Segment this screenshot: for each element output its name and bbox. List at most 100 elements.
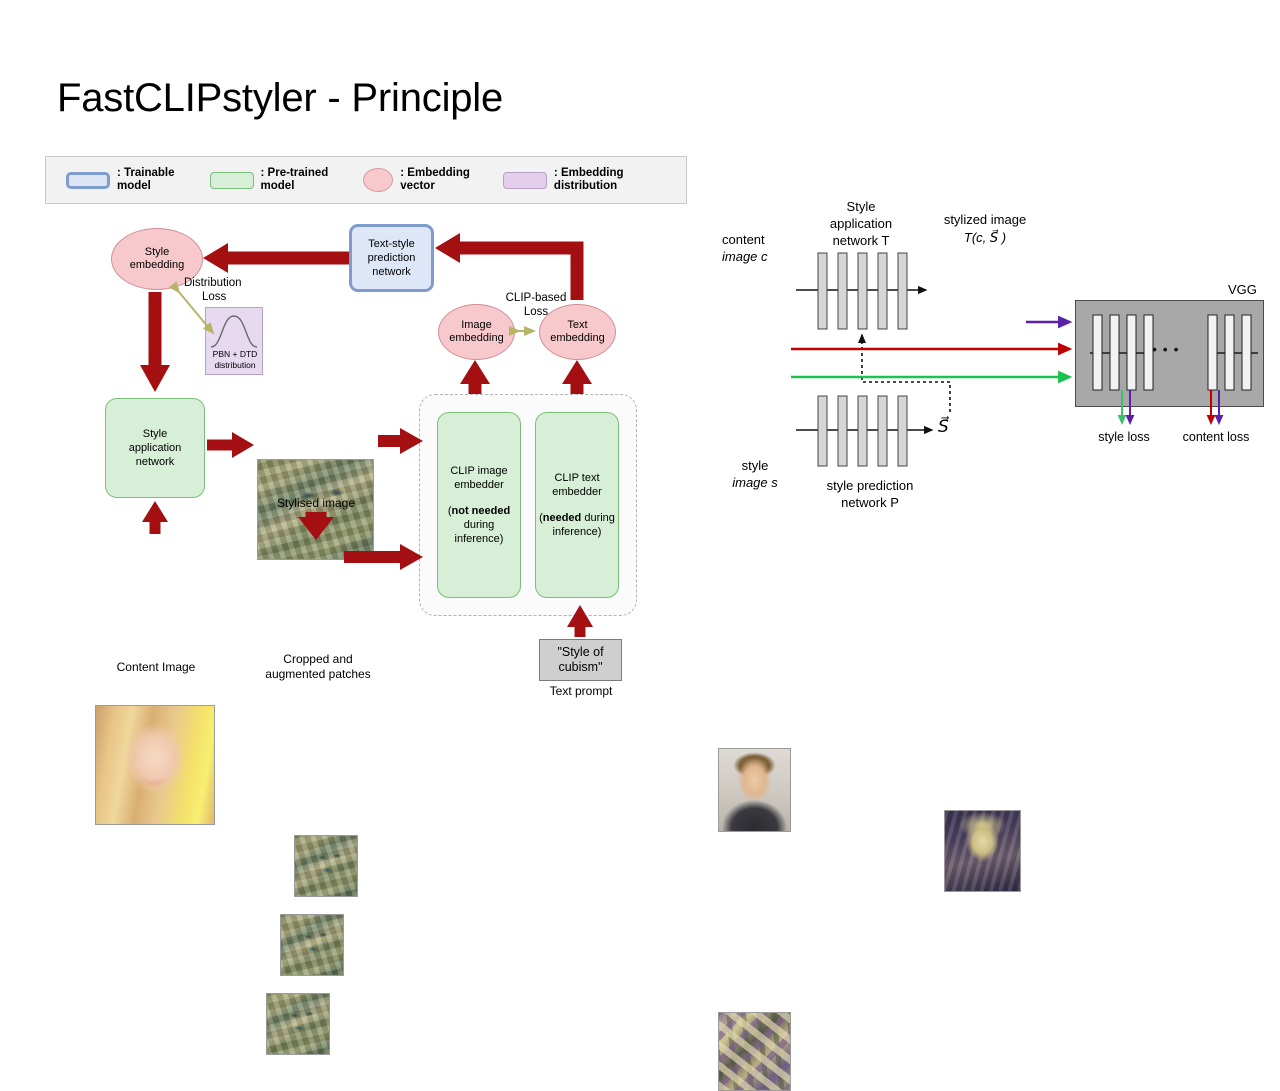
note-rest-2: inference): [454, 533, 504, 545]
arrow-text-embedding-to-tspn: [435, 233, 584, 300]
page-title: FastCLIPstyler - Principle: [57, 76, 504, 120]
pretrained-model-swatch: [209, 171, 254, 189]
embedding-distribution-swatch: [502, 171, 547, 189]
node-style-application-network: Style application network: [105, 398, 205, 498]
clip-text-embedder-line1: CLIP text: [554, 472, 600, 484]
text-embedding-line2: embedding: [550, 332, 605, 344]
spn-p-line1: style prediction: [826, 478, 914, 493]
legend-label-line1: : Embedding: [553, 166, 624, 179]
distribution-loss-line2: Loss: [202, 291, 227, 303]
legend-label-embedding-distribution: : Embedding distribution: [554, 167, 624, 194]
clip-image-embedder-line1: CLIP image: [450, 465, 508, 477]
legend-label-line2: model: [260, 180, 295, 192]
clip-image-embedder-line2: embedder: [454, 479, 504, 491]
image-content: [95, 705, 215, 825]
legend-item-trainable-model: : Trainable model: [66, 167, 175, 194]
note-bold: needed: [542, 512, 582, 524]
image-stylized-right: [944, 810, 1021, 892]
clip-text-embedder-line2: embedder: [552, 486, 602, 498]
text-prompt-line1: "Style of: [557, 645, 604, 659]
clip-loss-line2: Loss: [523, 306, 549, 318]
legend-panel: : Trainable model : Pre-trained model : …: [45, 156, 687, 204]
image-patch-mid: [280, 914, 344, 976]
label-style-image-right: style image s: [718, 457, 792, 491]
node-image-embedding: Image embedding: [438, 304, 515, 360]
label-content-loss: content loss: [1182, 430, 1250, 444]
clip-loss-line1: CLIP-based: [505, 292, 567, 304]
node-text-embedding: Text embedding: [539, 304, 616, 360]
legend-label-line2: vector: [400, 180, 435, 192]
label-style-prediction-network-p: style prediction network P: [800, 477, 940, 511]
san-line3: network: [135, 456, 175, 468]
arrow-content-to-san: [142, 501, 168, 534]
note-rest-1: during: [584, 512, 615, 524]
image-content-right: [718, 748, 791, 832]
arrow-san-to-stylised: [207, 432, 254, 458]
caption-content-image: Content Image: [116, 660, 196, 674]
arrow-clip-image-to-image-embedding: [460, 360, 490, 394]
text-prompt-line2: cubism": [558, 660, 603, 674]
stylized-image-line1: stylized image: [943, 212, 1027, 227]
node-pbn-dtd-distribution: PBN + DTD distribution: [205, 307, 263, 375]
clip-image-embedder-note: (not needed during inference): [448, 504, 510, 546]
legend-label-trainable-model: : Trainable model: [117, 167, 175, 194]
distribution-loss-line1: Distribution: [184, 277, 242, 289]
trainable-model-swatch: [66, 171, 110, 189]
text-embedding-line1: Text: [567, 319, 588, 331]
dotted-style-vector-feedback: [858, 333, 951, 412]
legend-label-line1: : Pre-trained: [260, 166, 329, 179]
style-embedding-line2: embedding: [129, 259, 185, 271]
image-embedding-line2: embedding: [449, 332, 504, 344]
note-rest-1: during: [463, 519, 495, 531]
caption-stylised-image: Stylised image: [276, 496, 356, 510]
tspn-line2: prediction: [367, 252, 416, 264]
cropped-patches-line1: Cropped and: [283, 652, 353, 666]
note-bold: not needed: [451, 505, 511, 517]
image-patch-front: [266, 993, 330, 1055]
gaussian-curve-icon: [210, 315, 258, 348]
style-image-line1: style: [741, 458, 769, 473]
legend-item-embedding-distribution: : Embedding distribution: [502, 167, 624, 194]
pbn-dtd-line1: PBN + DTD: [212, 349, 258, 359]
san-t-line2: application: [829, 216, 893, 231]
embedding-vector-swatch: [363, 168, 394, 192]
image-embedding-line1: Image: [461, 319, 492, 331]
content-image-line2: image c: [722, 249, 768, 264]
label-style-vector-symbol: S⃗: [938, 417, 949, 436]
caption-text-prompt: Text prompt: [549, 684, 613, 698]
right-style-prediction-network-bars: [796, 395, 934, 467]
label-style-application-network-t: Style application network T: [812, 198, 910, 249]
node-clip-image-embedder: CLIP image embedder (not needed during i…: [437, 412, 521, 598]
legend-label-line2: distribution: [553, 180, 618, 192]
image-style-right: [718, 1012, 791, 1091]
style-embedding-line1: Style: [144, 246, 170, 258]
legend-label-line1: : Embedding: [400, 166, 470, 179]
clip-text-embedder-note: (needed during inference): [539, 511, 615, 539]
arrow-stylised-to-clip-image: [378, 428, 423, 454]
san-t-line3: network T: [832, 233, 890, 248]
content-image-line1: content: [722, 232, 765, 247]
legend-label-pretrained-model: : Pre-trained model: [261, 167, 329, 194]
arrow-clip-text-to-text-embedding: [562, 360, 592, 394]
legend-label-line2: model: [117, 180, 151, 192]
label-content-image-right: content image c: [722, 231, 802, 265]
right-style-application-network-bars: [796, 252, 928, 330]
legend-item-embedding-vector: : Embedding vector: [363, 167, 470, 194]
cropped-patches-line2: augmented patches: [265, 667, 371, 681]
spn-p-line2: network P: [841, 495, 899, 510]
label-vgg: VGG: [1228, 282, 1257, 297]
node-text-prompt: "Style of cubism": [539, 639, 622, 681]
label-distribution-loss: Distribution Loss: [184, 276, 274, 304]
san-line2: application: [128, 442, 182, 454]
node-text-style-prediction-network: Text-style prediction network: [349, 224, 434, 292]
image-stylised: [257, 459, 374, 560]
note-open-paren: (: [539, 512, 543, 524]
pbn-dtd-line2: distribution: [214, 360, 256, 370]
note-open-paren: (: [447, 505, 452, 517]
san-t-line1: Style: [846, 199, 876, 214]
legend-label-embedding-vector: : Embedding vector: [400, 167, 470, 194]
arrow-style-embedding-to-san: [140, 292, 170, 392]
vgg-ellipsis: • • •: [1152, 341, 1180, 357]
tspn-line1: Text-style: [368, 238, 415, 250]
style-image-line2: image s: [732, 475, 778, 490]
